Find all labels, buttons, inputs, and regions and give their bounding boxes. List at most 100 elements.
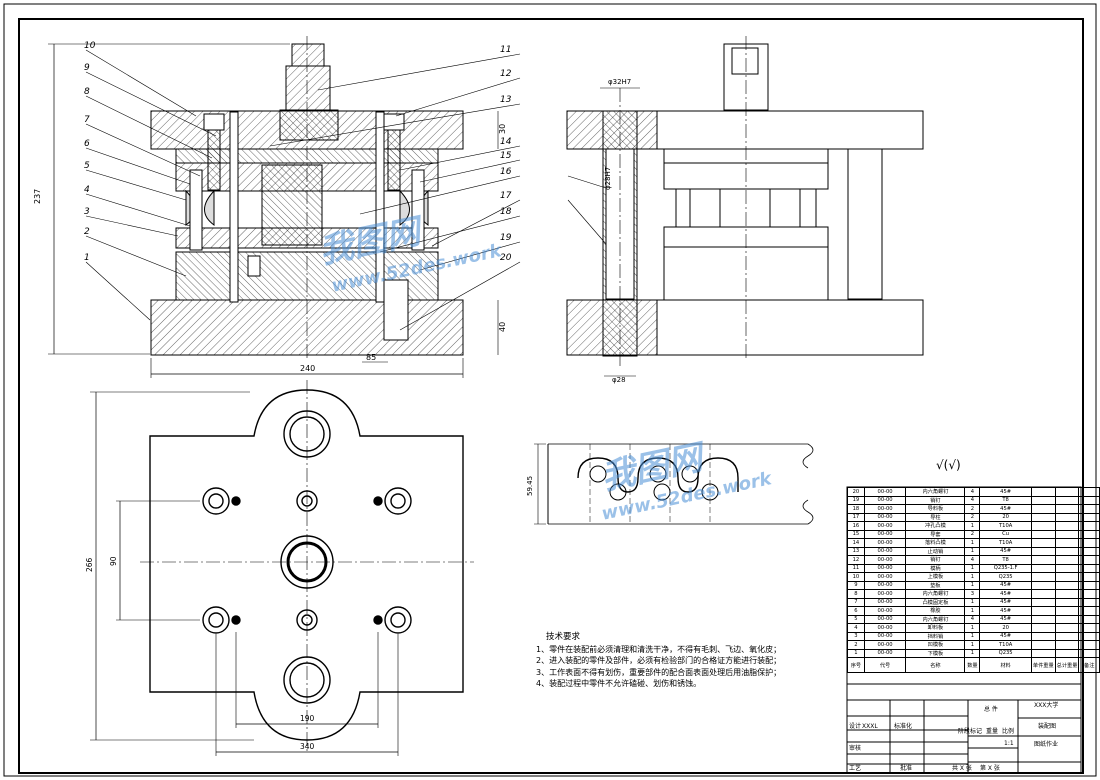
bom-cell bbox=[1078, 614, 1100, 624]
part-number-20: 20 bbox=[500, 253, 512, 263]
side-top-dia: φ32H7 bbox=[608, 78, 631, 86]
designer-name: XXXL bbox=[862, 723, 878, 730]
bom-cell: 18 bbox=[847, 504, 865, 514]
bom-cell: 20 bbox=[979, 512, 1032, 522]
bom-cell bbox=[1078, 504, 1100, 514]
part-number-8: 8 bbox=[84, 87, 90, 97]
bom-cell bbox=[1054, 580, 1080, 590]
bom-cell bbox=[1078, 597, 1100, 607]
leader-lines bbox=[85, 49, 521, 331]
sheets-label: 共 X 张 bbox=[952, 764, 972, 772]
title-block-frame bbox=[846, 486, 1082, 774]
bom-header-cell: 单件重量 bbox=[1030, 657, 1056, 673]
bom-cell: 8 bbox=[847, 589, 865, 599]
bom-cell: 2 bbox=[847, 640, 865, 650]
bom-cell bbox=[1078, 487, 1100, 497]
bom-cell bbox=[1030, 487, 1056, 497]
overall-height-dim: 237 bbox=[33, 189, 42, 204]
part-number-15: 15 bbox=[500, 151, 512, 161]
part-number-2: 2 bbox=[84, 227, 90, 237]
tech-item-3: 3、工作表面不得有划伤，重要部件的配合面表面处理后用油脂保护； bbox=[536, 667, 782, 677]
plan-width-dim: 340 bbox=[300, 742, 315, 751]
side-mid-dia: φ28H7 bbox=[604, 167, 612, 190]
bom-cell bbox=[1030, 495, 1056, 505]
bom-cell bbox=[1078, 606, 1100, 616]
bom-cell: 00-00 bbox=[863, 495, 907, 505]
bom-cell bbox=[1078, 538, 1100, 548]
bom-cell bbox=[1078, 529, 1100, 539]
bom-cell: 00-00 bbox=[863, 606, 907, 616]
bom-cell bbox=[1054, 648, 1080, 658]
hole-spacing-h-dim: 190 bbox=[300, 714, 315, 723]
part-number-11: 11 bbox=[500, 45, 511, 55]
part-number-12: 12 bbox=[500, 69, 512, 79]
tech-item-2: 2、进入装配的零件及部件，必须有检验部门的合格证方能进行装配； bbox=[536, 656, 782, 665]
bom-cell: 橡胶 bbox=[905, 606, 966, 616]
design-label: 设计 bbox=[849, 722, 861, 730]
stage-label: 阶段标记 bbox=[958, 727, 982, 735]
bom-cell: T10A bbox=[979, 521, 1032, 531]
bom-cell: 17 bbox=[847, 512, 865, 522]
bom-header-row: 序号代号名称数量材料单件重量总计重量备注 bbox=[847, 657, 1100, 673]
bom-cell: 45# bbox=[979, 546, 1032, 556]
process-label: 工艺 bbox=[849, 764, 861, 772]
dim-30: 30 bbox=[498, 124, 507, 134]
bom-cell bbox=[1030, 597, 1056, 607]
bom-cell: 45# bbox=[979, 631, 1032, 641]
bom-cell: 导料板 bbox=[905, 504, 966, 514]
bom-cell bbox=[1078, 521, 1100, 531]
bom-cell bbox=[1054, 495, 1080, 505]
bom-cell bbox=[1054, 504, 1080, 514]
bom-cell bbox=[1054, 546, 1080, 556]
bom-cell: 20 bbox=[847, 487, 865, 497]
bom-cell: 19 bbox=[847, 495, 865, 505]
bom-cell: 45# bbox=[979, 614, 1032, 624]
bom-cell: 4 bbox=[964, 614, 981, 624]
bom-cell bbox=[1030, 563, 1056, 573]
bom-cell: Q235-1.F bbox=[979, 563, 1032, 573]
bom-cell: 导柱 bbox=[905, 512, 966, 522]
bom-cell bbox=[1078, 555, 1100, 565]
part-number-3: 3 bbox=[84, 207, 90, 217]
part-number-17: 17 bbox=[500, 191, 512, 201]
scale-value: 1:1 bbox=[1004, 740, 1014, 747]
bom-cell: 1 bbox=[964, 538, 981, 548]
bom-cell bbox=[1078, 623, 1100, 633]
title-block-texts: 总 件 XXX大学 装配图 阶段标记 重量 比例 1:1 图纸作业 设计 XXX… bbox=[849, 701, 1058, 772]
bom-cell: 1 bbox=[964, 572, 981, 582]
bom-header-cell: 备注 bbox=[1078, 657, 1100, 673]
bom-cell: 4 bbox=[964, 487, 981, 497]
tech-item-1: 1、零件在装配前必须清理和清洗干净，不得有毛刺、飞边、氧化皮； bbox=[536, 644, 782, 654]
bom-cell bbox=[1078, 648, 1100, 658]
bom-cell: 12 bbox=[847, 555, 865, 565]
bom-cell: 45# bbox=[979, 589, 1032, 599]
tech-title: 技术要求 bbox=[546, 632, 581, 642]
bom-cell: 2 bbox=[964, 512, 981, 522]
bom-cell: T10A bbox=[979, 538, 1032, 548]
bom-cell: 2 bbox=[964, 529, 981, 539]
bom-cell: 内六角螺钉 bbox=[905, 487, 966, 497]
bom-cell: 7 bbox=[847, 597, 865, 607]
bom-header-cell: 名称 bbox=[905, 657, 966, 673]
bom-cell: 45# bbox=[979, 487, 1032, 497]
bom-cell: 00-00 bbox=[863, 529, 907, 539]
bom-cell bbox=[1030, 512, 1056, 522]
bom-header-cell: 代号 bbox=[863, 657, 907, 673]
bom-cell: 4 bbox=[964, 495, 981, 505]
bom-cell bbox=[1030, 521, 1056, 531]
bom-cell: 00-00 bbox=[863, 512, 907, 522]
bom-cell: 内六角螺钉 bbox=[905, 614, 966, 624]
